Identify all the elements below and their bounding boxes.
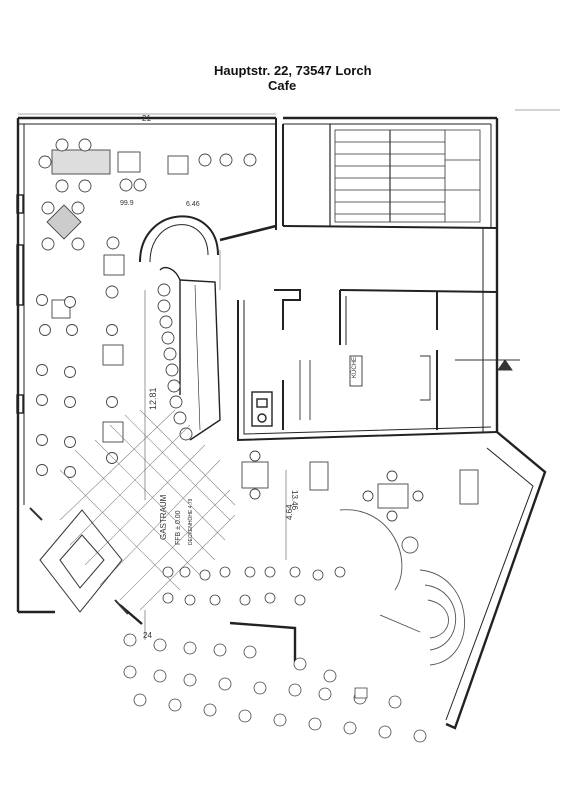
dimension-lines bbox=[18, 109, 560, 640]
kitchen-stove bbox=[251, 391, 273, 427]
bar-counter bbox=[139, 215, 221, 441]
cafe-subtitle: Cafe bbox=[268, 78, 297, 93]
center-floor-hatch bbox=[59, 409, 236, 611]
dim-bar-length: 12.81 bbox=[148, 387, 158, 410]
dim-upper-length: 6.46 bbox=[186, 201, 200, 208]
dim-center: 4.64 bbox=[285, 504, 294, 520]
address-title: Hauptstr. 22, 73547 Lorch bbox=[214, 63, 372, 78]
dim-upper-small: 99.9 bbox=[120, 200, 134, 207]
left-windows bbox=[16, 194, 24, 414]
outer-walls bbox=[16, 116, 547, 730]
middle-tables bbox=[241, 450, 479, 522]
ceiling-note: DECKENHÖHE 4.79 bbox=[187, 498, 194, 545]
interior-walls bbox=[219, 118, 498, 442]
left-seating bbox=[36, 294, 124, 478]
dim-right: 13.46 bbox=[290, 490, 299, 511]
terrace-seating bbox=[123, 566, 427, 743]
entrance bbox=[29, 507, 129, 615]
kitchen-fixtures bbox=[299, 355, 520, 420]
upper-seating bbox=[38, 138, 257, 299]
kitchen-label: KÜCHE bbox=[351, 357, 358, 378]
room-label: GASTRAUM bbox=[159, 494, 168, 540]
dim-bottom: 24 bbox=[143, 631, 152, 640]
stage-arcs bbox=[339, 509, 465, 666]
staircase bbox=[334, 129, 481, 223]
bar-stools bbox=[157, 283, 193, 441]
dim-top-width: 21 bbox=[142, 114, 151, 123]
floor-level-label: FFB ± 0.00 bbox=[175, 510, 182, 545]
